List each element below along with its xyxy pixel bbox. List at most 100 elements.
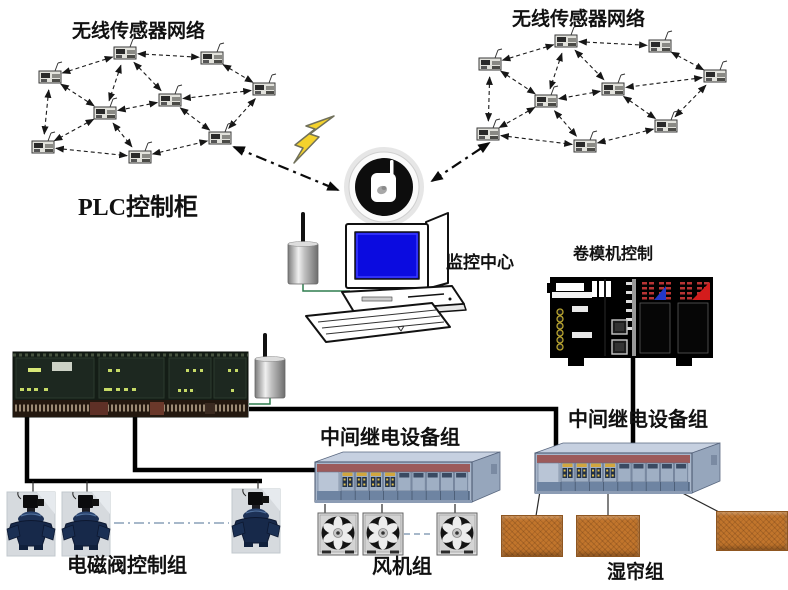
antenna-module-plc (254, 333, 286, 399)
fan-1 (317, 512, 359, 556)
control-wire (249, 406, 559, 459)
controller-led (649, 292, 654, 295)
controller-led (649, 282, 654, 285)
blue-indicator (654, 286, 666, 300)
label-roll-machine: 卷模机控制 (573, 246, 654, 263)
mesh-edge (574, 49, 605, 81)
wiring-lines (24, 358, 636, 484)
label-fan-group: 风机组 (372, 556, 432, 578)
sensor-networks (31, 25, 728, 164)
label-wsn-left: 无线传感器网络 (72, 21, 206, 42)
label-wsn-right: 无线传感器网络 (512, 9, 646, 30)
controller-indicator-dots (556, 308, 564, 351)
controller-led (666, 297, 671, 300)
dashed-continuation-lines (114, 522, 434, 535)
controller-led (704, 282, 709, 285)
sensor-node-icon (31, 131, 56, 154)
sensor-node-icon (476, 118, 501, 141)
wet-curtain-1 (501, 515, 563, 557)
mesh-edge (501, 43, 555, 62)
relay-group-fans-device (314, 451, 501, 504)
controller-led (642, 287, 647, 290)
mesh-edge (625, 75, 703, 90)
sensor-node-icon (208, 122, 233, 145)
control-wire (24, 417, 262, 484)
mesh-edge (553, 110, 578, 137)
wet-curtain-2 (576, 515, 640, 557)
mesh-edge (151, 139, 209, 156)
mesh-edge (116, 100, 159, 113)
mesh-edge (557, 89, 602, 101)
uplink-arrow (430, 141, 491, 183)
sensor-node-icon (38, 61, 63, 84)
label-plc-cabinet: PLC控制柜 (78, 195, 198, 221)
fan-2 (362, 512, 404, 556)
mesh-edge (222, 64, 254, 83)
controller-dash-column (626, 282, 634, 330)
plc-photo (12, 351, 249, 418)
controller-led (666, 292, 671, 295)
control-wire (132, 417, 320, 473)
wireless-hub-icon (344, 147, 424, 227)
controller-led (687, 282, 692, 285)
mesh-edge (500, 133, 573, 147)
controller-led (687, 292, 692, 295)
sensor-node-icon (703, 60, 728, 83)
red-indicator (692, 282, 710, 300)
sensor-node-icon (200, 42, 225, 65)
controller-led (680, 297, 685, 300)
sensor-node-icon (654, 110, 679, 133)
controller-led (649, 297, 654, 300)
controller-led (659, 282, 664, 285)
controller-led (697, 287, 702, 290)
controller-led (642, 282, 647, 285)
green-serial-wires (249, 283, 350, 405)
sensor-network-left (31, 37, 277, 164)
valve-1 (6, 491, 56, 557)
mesh-edge (133, 61, 162, 92)
roll-machine-controller (547, 277, 713, 366)
wet-curtain-3 (716, 511, 788, 551)
sensor-node-icon (573, 130, 598, 153)
label-monitor-center: 监控中心 (446, 253, 514, 272)
sensor-node-icon (601, 73, 626, 96)
mesh-edge (596, 127, 655, 145)
mesh-edge (500, 70, 536, 95)
controller-led (659, 287, 664, 290)
label-valve-group: 电磁阀控制组 (67, 555, 187, 577)
computer-screen (354, 231, 420, 280)
mesh-edge (228, 98, 256, 129)
label-relay-group-curtains: 中间继电设备组 (568, 409, 708, 431)
mesh-edge (578, 38, 648, 49)
mesh-edge (182, 87, 252, 102)
sensor-node-icon (158, 84, 183, 107)
mesh-edge (55, 145, 128, 159)
controller-led (642, 297, 647, 300)
sensor-node-icon (93, 97, 118, 120)
sensor-node-icon (128, 141, 153, 164)
mesh-edge (670, 51, 705, 71)
controller-led (649, 287, 654, 290)
valve-3 (231, 488, 281, 554)
label-curtain-group: 湿帘组 (607, 562, 665, 583)
wireless-uplink-arrows (232, 141, 491, 192)
mesh-edge (61, 56, 114, 74)
label-relay-group-fans: 中间继电设备组 (320, 427, 460, 449)
mesh-edge (674, 84, 707, 118)
controller-led (642, 292, 647, 295)
sensor-node-icon (478, 48, 503, 71)
device-link (535, 490, 541, 517)
mesh-edge (53, 118, 95, 142)
fan-3 (436, 512, 478, 556)
mesh-edge (112, 122, 133, 148)
controller-led (680, 292, 685, 295)
uplink-arrow (232, 145, 340, 192)
mesh-edge (485, 76, 493, 122)
relay-group-curtains-device (534, 442, 721, 495)
controller-led (666, 287, 671, 290)
controller-buttons (611, 319, 628, 355)
sensor-node-icon (648, 30, 673, 53)
controller-led (697, 282, 702, 285)
